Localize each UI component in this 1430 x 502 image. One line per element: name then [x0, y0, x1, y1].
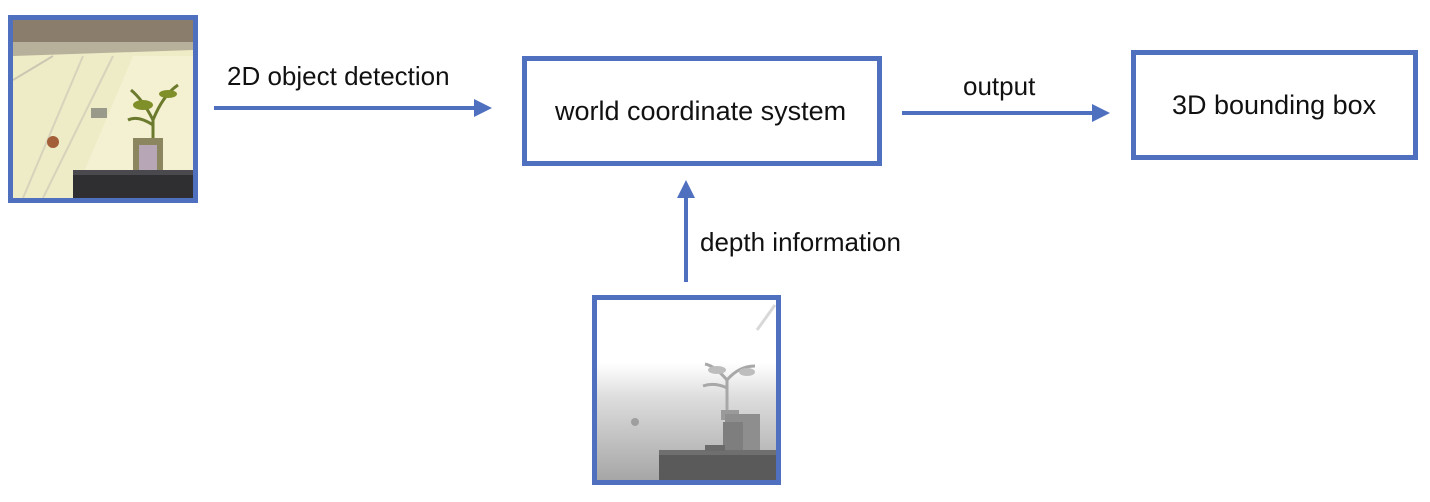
world-coordinate-system-node: world coordinate system	[522, 56, 882, 166]
arrow-detection	[214, 99, 492, 117]
rgb-image-frame	[8, 15, 198, 203]
arrow-output	[902, 104, 1110, 122]
world-coordinate-system-label: world coordinate system	[555, 95, 847, 126]
detection-edge-label: 2D object detection	[227, 61, 450, 91]
bounding-box-node: 3D bounding box	[1131, 50, 1418, 160]
depth-edge-label: depth information	[700, 227, 901, 257]
rgb-scene-image	[13, 20, 193, 198]
bounding-box-label: 3D bounding box	[1172, 89, 1377, 120]
output-edge-label: output	[963, 71, 1036, 101]
depth-image-frame	[592, 295, 781, 485]
depth-map-image	[597, 300, 776, 480]
arrow-depth	[677, 180, 695, 282]
